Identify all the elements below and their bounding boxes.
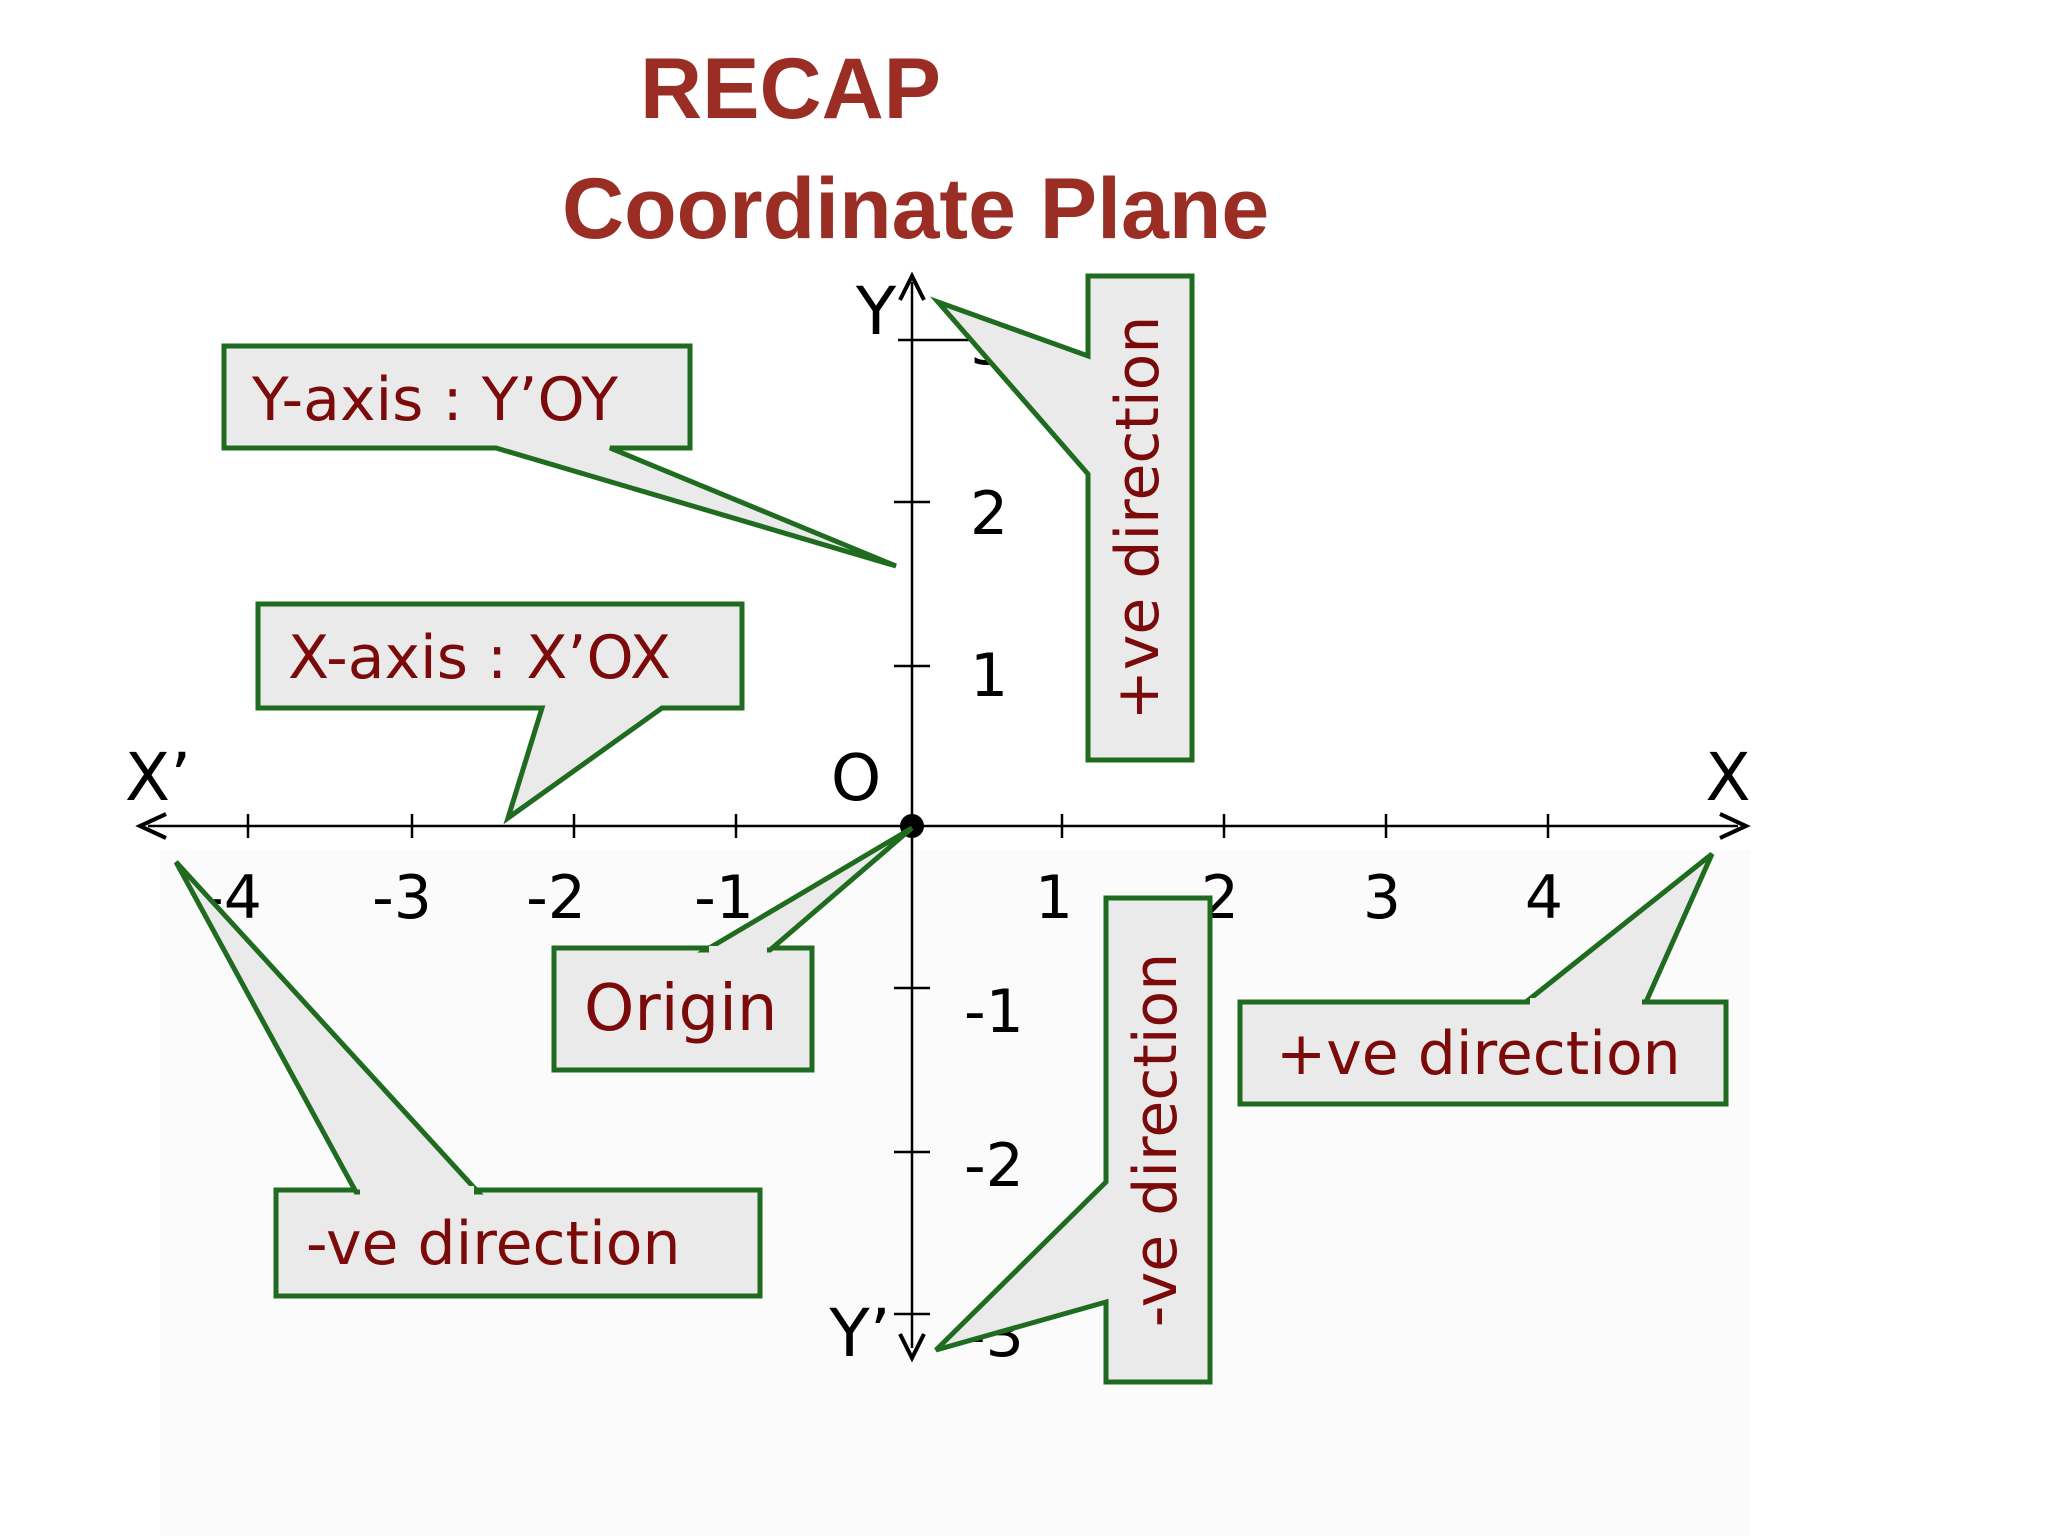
x-tick-label: -2 (526, 863, 586, 933)
negative-x-callout (273, 1187, 763, 1299)
positive-y-callout-text: +ve direction (1103, 316, 1173, 721)
y-tick-label: -2 (964, 1131, 1024, 1201)
x-tick-label: 4 (1525, 863, 1563, 933)
x-tick-label: -3 (372, 863, 432, 933)
y-tick-marks (894, 338, 970, 1316)
y-axis-top-arrow-icon (898, 271, 926, 301)
y-positive-label: Y (855, 273, 897, 350)
x-axis-callout-text: X-axis : X’OX (288, 623, 671, 693)
y-tick-label: -1 (964, 977, 1024, 1047)
x-tick-marks (246, 814, 1550, 838)
slide-subtitle: Coordinate Plane (562, 161, 1270, 257)
x-axis-callout (255, 601, 745, 825)
negative-y-callout (934, 895, 1213, 1385)
x-tick-label: 3 (1363, 863, 1401, 933)
slide-title: RECAP (640, 41, 942, 137)
y-axis-callout (221, 343, 897, 569)
x-tick-label: -1 (694, 863, 754, 933)
x-axis-left-arrow-icon (135, 812, 167, 840)
x-negative-label: X’ (125, 739, 191, 816)
origin-callout-text: Origin (584, 972, 777, 1046)
positive-y-callout (929, 273, 1195, 763)
positive-x-callout-text: +ve direction (1276, 1019, 1681, 1089)
x-axis-right-arrow-icon (1719, 812, 1751, 840)
origin-label: O (831, 742, 881, 816)
y-tick-label: 1 (970, 641, 1008, 711)
x-tick-label: 1 (1035, 863, 1073, 933)
x-positive-label: X (1705, 739, 1750, 816)
y-axis-bottom-arrow-icon (898, 1333, 926, 1363)
negative-x-callout-text: -ve direction (306, 1209, 680, 1279)
y-negative-label: Y’ (828, 1295, 890, 1372)
negative-y-callout-text: -ve direction (1121, 953, 1191, 1327)
origin-callout-seam (709, 946, 767, 956)
negative-x-callout-seam (360, 1186, 474, 1196)
positive-x-callout-seam (1530, 998, 1642, 1008)
y-tick-label: 2 (970, 479, 1008, 549)
y-axis-callout-text: Y-axis : Y’OY (251, 365, 618, 435)
